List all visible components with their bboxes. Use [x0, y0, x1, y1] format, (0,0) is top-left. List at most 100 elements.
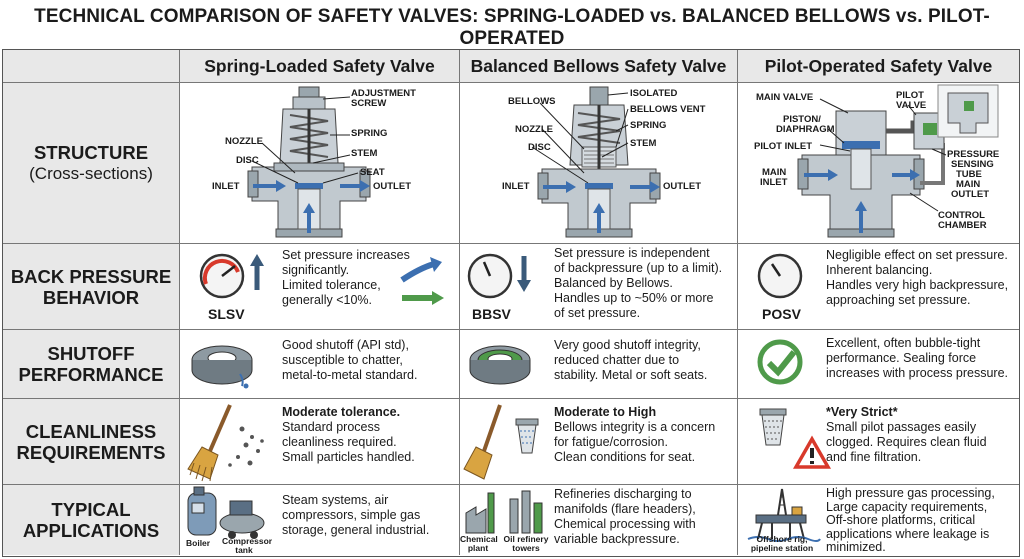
back-pressure-bbsv: BBSV Set pressure is independent of back… [460, 244, 738, 330]
cleanliness-bbsv: Moderate to High Bellows integrity is a … [460, 399, 738, 485]
applications-posv: Offshore rig, pipeline station High pres… [738, 485, 1019, 555]
text-line: Clean conditions for seat. [554, 450, 696, 464]
soft-seat-icon [469, 345, 531, 385]
back-pressure-slsv: SLSV Set pressure increases significantl… [180, 244, 460, 330]
row-title-1: CLEANLINESS [25, 420, 157, 442]
gauge-steady-icon [757, 253, 803, 299]
shutoff-slsv-text: Good shutoff (API std), susceptible to c… [282, 338, 417, 383]
text-line: Set pressure increases [282, 248, 410, 262]
text-line: Balanced by Bellows. [554, 276, 673, 290]
text-line: Very good shutoff integrity, [554, 338, 701, 352]
label-tube: TUBE [956, 169, 982, 180]
column-header-slsv: Spring-Loaded Safety Valve [180, 50, 460, 83]
caption-line: Offshore rig, [756, 534, 808, 544]
label-inlet: INLET [212, 181, 240, 192]
broom-particles-icon [187, 404, 264, 482]
row-header-structure: STRUCTURE (Cross-sections) [3, 83, 180, 244]
caption-line: Oil refinery [503, 534, 549, 544]
label-pilot: PILOT [896, 90, 924, 101]
text-line: Set pressure is independent [554, 246, 710, 260]
label-main-inlet-1: MAIN [762, 167, 787, 178]
label-outlet: OUTLET [373, 181, 411, 192]
text-line: Excellent, often bubble-tight [826, 336, 981, 350]
text-line: applications where leakage is [826, 526, 990, 541]
text-line: metal-to-metal standard. [282, 368, 418, 382]
caption-line: Chemical [460, 534, 498, 544]
check-mark-icon [757, 339, 803, 385]
text-line: performance. Sealing force [826, 351, 977, 365]
text-line: Refineries discharging to [554, 487, 692, 501]
table-corner [3, 50, 180, 83]
cleanliness-slsv-text: Moderate tolerance. Standard process cle… [282, 405, 415, 465]
caption-compressor: Compressor tank [222, 536, 273, 555]
applications-bbsv: Chemical plant Oil refinery towers Refin… [460, 485, 738, 555]
label-chamber: CHAMBER [938, 220, 987, 231]
row-title-1: BACK PRESSURE [10, 265, 172, 287]
row-title-2: REQUIREMENTS [16, 441, 166, 463]
text-line: susceptible to chatter, [282, 353, 403, 367]
text-line: of set pressure. [554, 306, 641, 320]
text-line: generally <10%. [282, 293, 372, 307]
gauge-falling-icon [467, 253, 531, 299]
caption-line: tank [235, 545, 253, 555]
structure-bbsv: ISOLATED BELLOWS BELLOWS VENT NOZZLE SPR… [460, 83, 738, 244]
row-title-1: SHUTOFF [47, 343, 135, 364]
label-main-valve: MAIN VALVE [756, 92, 814, 103]
row-header-cleanliness: CLEANLINESS REQUIREMENTS [3, 399, 180, 485]
caption-boiler: Boiler [186, 538, 211, 548]
broom-filter-icon [463, 404, 539, 480]
label-main-inlet-2: INLET [760, 177, 788, 188]
caption-line: Compressor [222, 536, 273, 546]
text-head: *Very Strict* [826, 405, 898, 419]
text-line: Inherent balancing. [826, 263, 933, 277]
text-line: Small particles handled. [282, 450, 415, 464]
text-line: High pressure gas processing, [826, 486, 995, 500]
label-spring: SPRING [351, 128, 388, 139]
label-main-outlet-2: OUTLET [951, 189, 989, 200]
label-screw: SCREW [351, 98, 387, 109]
text-line: compressors, simple gas [282, 508, 421, 522]
row-header-applications: TYPICAL APPLICATIONS [3, 485, 180, 555]
cleanliness-bbsv-text: Moderate to High Bellows integrity is a … [554, 405, 715, 465]
text-line: Handles very high backpressure, [826, 278, 1009, 292]
text-line: Handles up to ~50% or more [554, 291, 714, 305]
text-head: Moderate tolerance. [282, 405, 401, 419]
shutoff-bbsv: Very good shutoff integrity, reduced cha… [460, 330, 738, 399]
text-line: storage, general industrial. [282, 523, 430, 537]
text-line: Chemical processing with [554, 517, 696, 531]
caption-offshore-rig: Offshore rig, pipeline station [740, 535, 824, 553]
back-pressure-bbsv-text: Set pressure is independent of backpress… [554, 246, 722, 321]
label-sensing: SENSING [951, 159, 994, 170]
label-spring: SPRING [630, 120, 667, 131]
text-line: Limited tolerance, [282, 278, 381, 292]
label-bellows: BELLOWS [508, 96, 556, 107]
row-subtitle: (Cross-sections) [29, 164, 153, 183]
applications-slsv: Boiler Compressor tank Steam systems, ai… [180, 485, 460, 555]
text-line: approaching set pressure. [826, 293, 971, 307]
row-header-back-pressure: BACK PRESSURE BEHAVIOR [3, 244, 180, 330]
shutoff-bbsv-text: Very good shutoff integrity, reduced cha… [554, 338, 707, 383]
text-head: Moderate to High [554, 405, 657, 419]
page-title: TECHNICAL COMPARISON OF SAFETY VALVES: S… [34, 6, 990, 49]
shutoff-posv: Excellent, often bubble-tight performanc… [738, 330, 1019, 399]
label-control: CONTROL [938, 210, 985, 221]
text-line: significantly. [282, 263, 350, 277]
text-line: stability. Metal or soft seats. [554, 368, 708, 382]
text-line: cleanliness required. [282, 435, 397, 449]
label-disc: DISC [528, 142, 551, 153]
applications-posv-text: High pressure gas processing, Large capa… [826, 486, 995, 555]
text-line: Steam systems, air [282, 493, 389, 507]
label-disc: DISC [236, 155, 259, 166]
label-inlet: INLET [502, 181, 530, 192]
text-line: of backpressure (up to a limit). [554, 261, 723, 275]
offshore-rig-icon [747, 488, 821, 542]
boiler-compressor-icon [187, 486, 265, 539]
cleanliness-posv-text: *Very Strict* Small pilot passages easil… [826, 405, 987, 465]
label-adjustment: ADJUSTMENT [351, 88, 416, 99]
text-line: and fine filtration. [826, 450, 922, 464]
label-stem: STEM [630, 138, 657, 149]
label-pilot-inlet: PILOT INLET [754, 141, 813, 152]
caption-line: plant [467, 543, 489, 553]
text-line: Good shutoff (API std), [282, 338, 409, 352]
label-valve: VALVE [896, 100, 927, 111]
